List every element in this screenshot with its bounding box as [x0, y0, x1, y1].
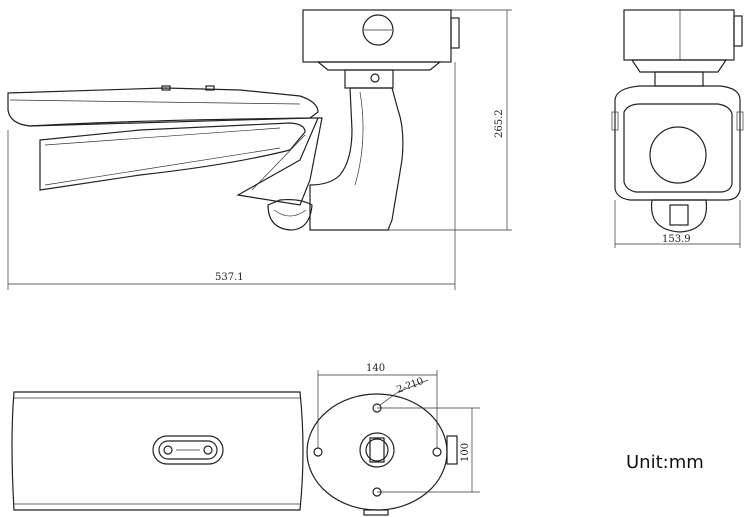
hole-spec-label: 2-?10 — [395, 376, 425, 396]
side-view — [7, 9, 512, 290]
side-length-label: 537.1 — [215, 272, 244, 283]
base-depth-label: 100 — [460, 443, 471, 462]
side-height-label: 265.2 — [494, 109, 505, 138]
front-width-label: 153.9 — [662, 234, 691, 245]
front-view — [611, 9, 744, 248]
unit-label: Unit:mm — [626, 452, 704, 473]
bottom-view — [11, 370, 480, 516]
base-width-label: 140 — [366, 363, 385, 374]
